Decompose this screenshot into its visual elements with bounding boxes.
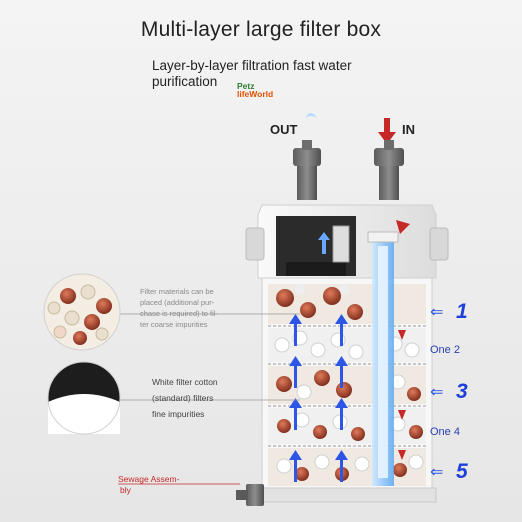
layer-indicator-2: One 2	[430, 342, 510, 362]
callout-line: placed (additional pur-	[140, 298, 215, 307]
in-pipe	[374, 140, 404, 200]
callout-line: (standard) filters	[152, 393, 214, 403]
layer-label: 5	[456, 460, 468, 483]
layer-indicator-4: One 4	[430, 424, 510, 444]
callout-line: chase is required) to fil-	[140, 309, 218, 318]
brand-logo: Petz lifeWorld	[237, 81, 274, 99]
callout-line: Filter materials can be	[140, 287, 214, 296]
down-flow-arrows	[396, 220, 410, 460]
callout-line: bly	[120, 485, 131, 495]
callout-sewage-assembly: Sewage Assem- bly	[118, 474, 228, 496]
in-arrow-icon	[378, 118, 396, 144]
sewage-valve	[236, 484, 264, 506]
layer-indicator-5: ⇐ 5	[430, 460, 510, 484]
layer-label: 1	[456, 300, 468, 323]
callout-line: ter coarse impurities	[140, 320, 208, 329]
left-arrow-icon: ⇐	[430, 304, 444, 321]
left-arrow-icon: ⇐	[430, 384, 444, 401]
up-flow-arrows	[289, 314, 348, 482]
out-water-icon	[305, 113, 317, 118]
central-uv-tube	[367, 231, 399, 486]
filter-cotton-inset	[47, 361, 121, 435]
layer-indicator-3: ⇐ 3	[430, 380, 510, 404]
right-clip	[429, 227, 449, 261]
callout-line: Sewage Assem-	[118, 474, 180, 484]
out-pipe	[293, 140, 321, 200]
out-label: OUT	[270, 122, 298, 137]
in-label: IN	[402, 122, 415, 137]
callout-filter-materials: Filter materials can be placed (addition…	[140, 286, 270, 330]
layer-1-ceramic-rings	[268, 284, 426, 324]
callout-white-cotton: White filter cotton (standard) filters f…	[152, 374, 272, 422]
logo-line-2: lifeWorld	[237, 89, 274, 99]
layer-3-ceramic-mix	[268, 366, 426, 404]
layer-indicator-1: ⇐ 1	[430, 300, 510, 324]
layer-label: One 2	[430, 344, 460, 356]
logo-line-1: Petz	[237, 81, 255, 91]
callout-line: fine impurities	[152, 409, 205, 419]
left-arrow-icon: ⇐	[430, 464, 444, 481]
left-clip	[245, 227, 265, 261]
page-title: Multi-layer large filter box	[140, 18, 382, 41]
ceramic-media-inset	[43, 273, 121, 351]
subtitle: Layer-by-layer filtration fast water pur…	[152, 58, 352, 89]
layer-label: 3	[456, 380, 468, 403]
layer-label: One 4	[430, 426, 460, 438]
callout-line: White filter cotton	[152, 377, 218, 387]
